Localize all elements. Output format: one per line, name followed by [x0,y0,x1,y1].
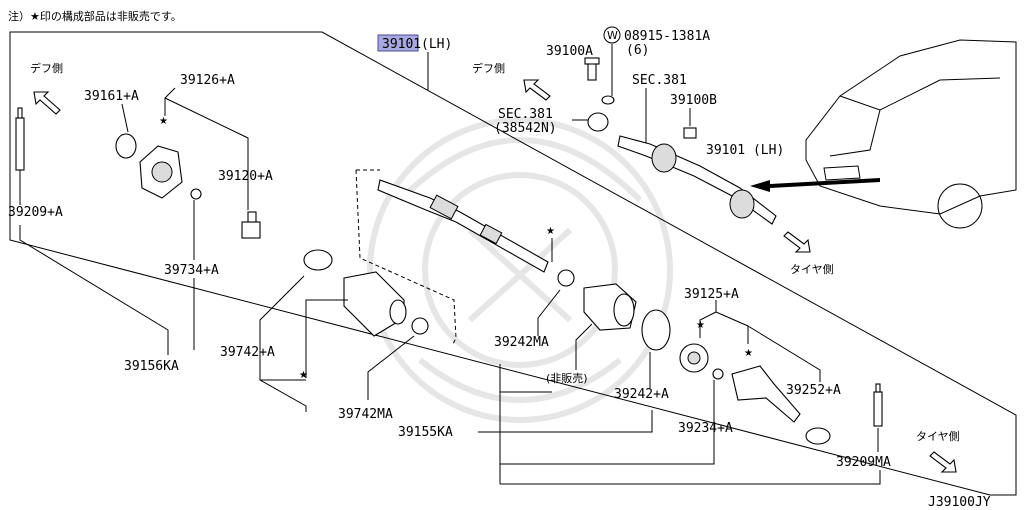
arrow-diff-side-center-icon [523,79,551,101]
washer-symbol-circle [603,26,621,44]
watermark-emblem [367,117,673,423]
arrow-tire-side-right-icon [929,451,957,473]
part-drive-shaft[interactable] [377,179,549,273]
washer-symbol: W [607,29,618,42]
label-sec381-top[interactable]: SEC.381 [632,73,687,88]
leader-39742ma [367,335,415,400]
arrow-tire-side-center-icon [783,231,811,253]
label-not-sold: (非販売) [546,372,588,385]
label-39242ma[interactable]: 39242MA [494,335,549,350]
label-39742ma[interactable]: 39742MA [338,407,393,422]
car-illustration [805,39,1017,229]
highlight-part-side: (LH) [421,37,452,52]
part-38542-seal[interactable] [587,112,609,132]
star-marker: ★ [546,226,555,237]
part-39734-snapring[interactable] [190,188,202,200]
label-39242a[interactable]: 39242+A [614,387,669,402]
label-39120[interactable]: 39120+A [218,169,273,184]
part-39252-seal[interactable] [805,427,831,445]
star-marker: ★ [299,370,308,381]
label-washer-qty: (6) [626,43,649,58]
label-tire-side-right: タイヤ側 [916,430,960,443]
label-39100a[interactable]: 39100A [546,44,593,59]
part-39101-assembled-shaft[interactable] [617,135,777,225]
leader-39126 [164,87,249,210]
part-39125-inner-race[interactable] [679,343,709,373]
label-39252[interactable]: 39252+A [786,383,841,398]
star-marker: ★ [744,348,753,359]
label-39101-lh[interactable]: 39101 (LH) [706,143,784,158]
label-39126[interactable]: 39126+A [180,73,235,88]
highlight-part-number[interactable]: 39101 [382,37,421,52]
label-39209ma[interactable]: 39209MA [836,455,891,470]
leader-39742a [259,275,306,381]
leader-39155 [478,364,715,465]
label-39234[interactable]: 39234+A [678,421,733,436]
star-marker: ★ [696,320,705,331]
label-diff-side-left: デフ側 [30,61,63,75]
label-38542[interactable]: (38542N) [494,121,557,136]
label-39161[interactable]: 39161+A [84,89,139,104]
part-39120-spider[interactable] [241,211,261,239]
part-39100a-bolt[interactable] [584,57,600,81]
label-39156[interactable]: 39156KA [124,359,179,374]
part-39209-damper[interactable] [15,107,25,171]
label-tire-side-center: タイヤ側 [790,263,834,276]
label-39100b[interactable]: 39100B [670,93,717,108]
leader-39242ma [537,289,561,336]
label-39125[interactable]: 39125+A [684,287,739,302]
part-39209ma-damper[interactable] [873,383,883,427]
arrow-car-to-shaft-icon [750,178,880,192]
part-39126-housing[interactable] [139,145,183,199]
part-39161-cap[interactable] [115,133,137,159]
leader-39156 [19,225,169,355]
diagram-frame [9,31,1017,496]
part-washer[interactable] [601,95,615,105]
star-marker: ★ [159,116,168,127]
part-39125-outer-joint[interactable] [731,365,801,423]
part-39242-boot-outboard[interactable] [557,269,671,351]
part-39234-snapring[interactable] [712,368,724,380]
header-note: 注）★印の構成部品は非販売です。 [8,9,182,23]
part-39100b-nut[interactable] [683,127,697,139]
label-39734[interactable]: 39734+A [164,263,219,278]
part-39742-boot-inboard[interactable] [303,249,429,337]
arrow-diff-side-left-icon [33,91,61,115]
diagram-code: J39100JY [928,495,991,510]
leader-39125 [699,300,821,382]
label-39742a[interactable]: 39742+A [220,345,275,360]
shaft-dashed-box [355,169,457,347]
label-08915[interactable]: 08915-1381A [624,29,710,44]
label-39209[interactable]: 39209+A [8,205,63,220]
label-diff-side-center: デフ側 [472,61,505,75]
label-39155[interactable]: 39155KA [398,425,453,440]
label-sec381-left[interactable]: SEC.381 [498,107,553,122]
highlight-box [377,34,419,52]
